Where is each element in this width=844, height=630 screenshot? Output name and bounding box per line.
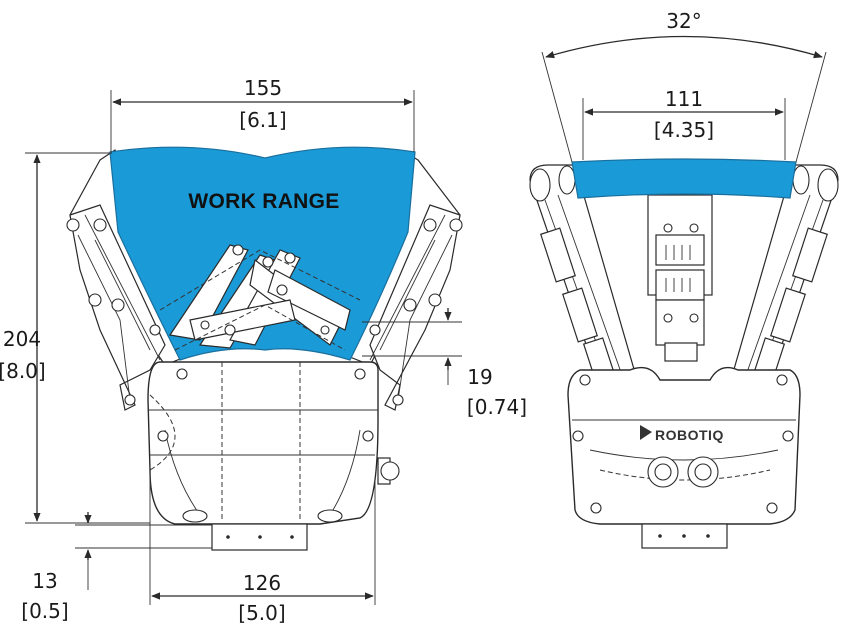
side-body: ROBOTIQ (567, 366, 801, 549)
dim-flange-in: [0.5] (21, 599, 68, 623)
dim-angle-value: 32° (666, 9, 701, 33)
dim-side-width-mm: 111 (665, 87, 703, 111)
side-right-finger (727, 164, 839, 401)
dim-angle (541, 35, 827, 163)
front-body (147, 361, 400, 551)
dim-side-width-in: [4.35] (654, 118, 714, 142)
dim-base-width-mm: 126 (243, 571, 281, 595)
dim-flange-mm: 13 (32, 569, 57, 593)
dim-flange (75, 512, 212, 590)
front-inner-linkage (159, 244, 361, 351)
brand-label: ROBOTIQ (655, 427, 724, 443)
side-center-column (647, 194, 713, 362)
dim-finger-gap-in: [0.74] (467, 395, 527, 419)
dim-base-width (149, 472, 376, 605)
work-range-label: WORK RANGE (188, 190, 339, 213)
dim-side-width (582, 98, 786, 160)
dim-top-width (110, 90, 415, 152)
side-view: ROBOTIQ (529, 158, 839, 549)
dim-finger-gap-mm: 19 (467, 365, 492, 389)
dim-height-in: [8.0] (0, 359, 46, 383)
dim-base-width-in: [5.0] (238, 601, 285, 625)
side-left-finger (529, 164, 641, 401)
dim-top-width-in: [6.1] (239, 108, 286, 132)
dim-height-mm: 204 (3, 327, 41, 351)
dim-top-width-mm: 155 (244, 76, 282, 100)
front-view (66, 146, 463, 551)
robotiq-logo-icon (640, 425, 652, 440)
side-work-range (571, 158, 797, 199)
dim-finger-gap (362, 308, 462, 385)
